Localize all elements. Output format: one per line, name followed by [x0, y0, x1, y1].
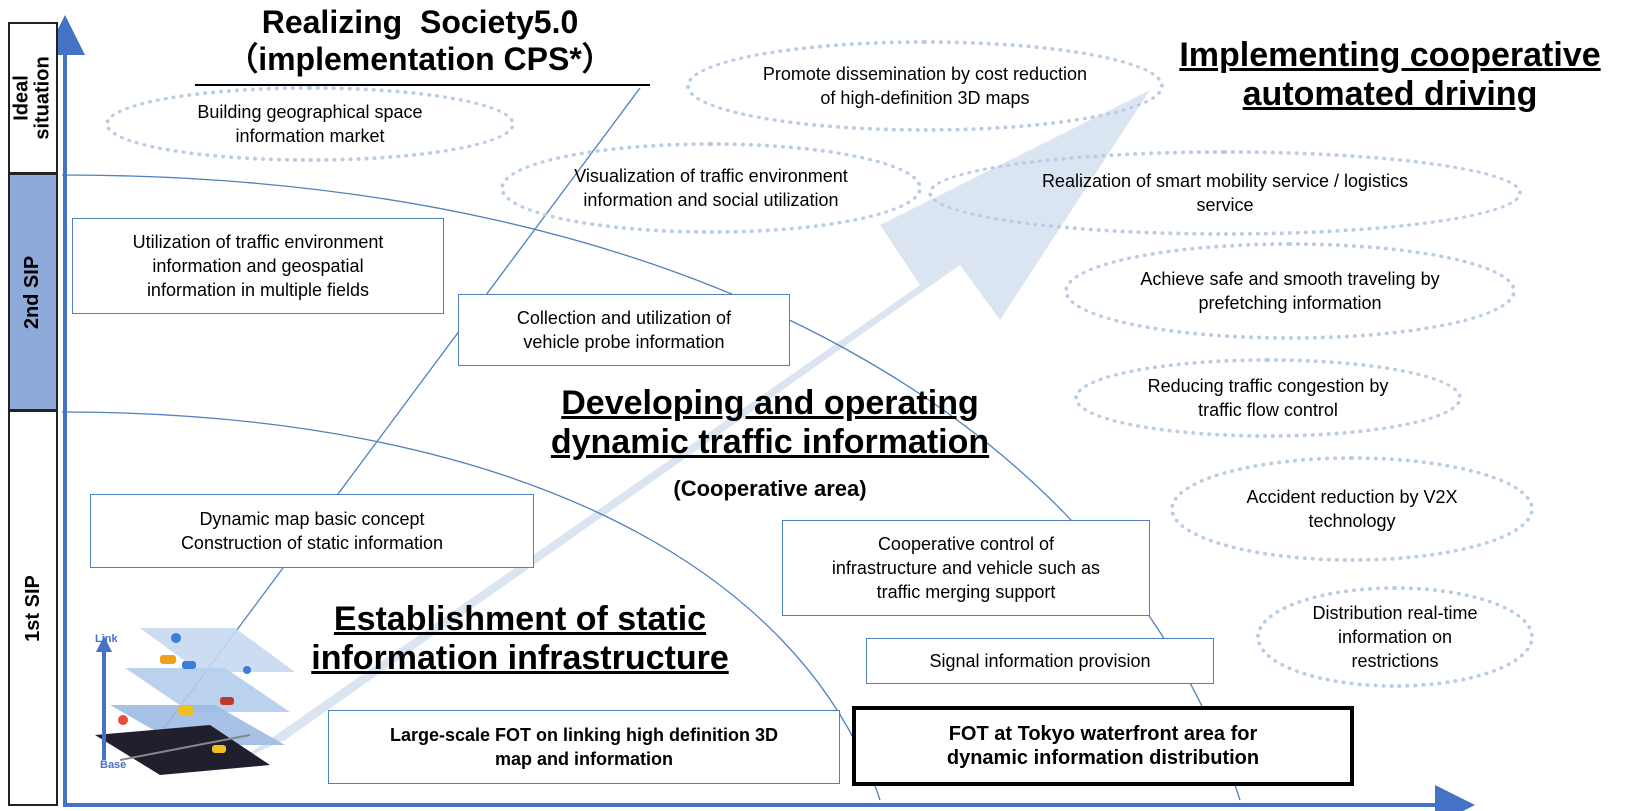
progress-arrow	[240, 90, 1150, 760]
oval-smart-mobility: Realization of smart mobility service / …	[928, 150, 1522, 236]
map-layer-3	[110, 705, 285, 745]
society-title: Realizing Society5.0 （implementation CPS…	[226, 4, 614, 77]
car-icon	[220, 697, 234, 705]
box-signal: Signal information provision	[866, 638, 1214, 684]
arc-1st-sip	[61, 411, 881, 801]
phase-ideal-situation: Ideal situation	[8, 22, 58, 174]
map-base-label: Base	[100, 759, 126, 771]
map-layer-base	[95, 725, 270, 775]
map-link-label: Link	[95, 633, 118, 645]
oval-visualization: Visualization of traffic environment inf…	[500, 142, 922, 234]
map-arrow-head	[96, 636, 112, 652]
car-icon	[212, 745, 226, 753]
car-icon	[178, 706, 194, 715]
pedestrian-icon	[243, 666, 251, 674]
phase-label: Ideal situation	[11, 56, 54, 140]
car-icon	[160, 655, 176, 664]
dynamic-title: Developing and operating dynamic traffic…	[550, 384, 990, 462]
dynamic-map-illustration: Link Base	[95, 628, 295, 775]
box-cooperative-control: Cooperative control of infrastructure an…	[782, 520, 1150, 616]
oval-distribution: Distribution real-time information on re…	[1256, 586, 1534, 688]
oval-safe-smooth: Achieve safe and smooth traveling by pre…	[1064, 242, 1516, 340]
phase-label: 1st SIP	[21, 574, 44, 642]
cooperative-title: Implementing cooperative automated drivi…	[1179, 36, 1601, 114]
box-utilization-multiple-fields: Utilization of traffic environment infor…	[72, 218, 444, 314]
box-probe: Collection and utilization of vehicle pr…	[458, 294, 790, 366]
map-layer-2	[125, 668, 290, 712]
box-large-scale-fot: Large-scale FOT on linking high definiti…	[328, 710, 840, 784]
phase-label: 2nd SIP	[21, 255, 44, 329]
oval-accident: Accident reduction by V2X technology	[1170, 456, 1534, 562]
bicycle-icon	[171, 633, 181, 643]
phase-2nd-sip: 2nd SIP	[8, 173, 58, 411]
oval-congestion: Reducing traffic congestion by traffic f…	[1074, 358, 1462, 438]
dynamic-subtitle: (Cooperative area)	[673, 476, 867, 501]
phase-1st-sip: 1st SIP	[8, 410, 58, 806]
oval-dissemination: Promote dissemination by cost reduction …	[686, 40, 1164, 132]
box-tokyo-fot: FOT at Tokyo waterfront area for dynamic…	[852, 706, 1354, 786]
car-icon	[182, 661, 196, 669]
sign-icon	[118, 715, 128, 725]
map-road	[119, 734, 251, 761]
static-title: Establishment of static information infr…	[311, 600, 729, 678]
map-layer-top	[140, 628, 295, 672]
box-dynamic-map: Dynamic map basic concept Construction o…	[90, 494, 534, 568]
oval-geo-market: Building geographical space information …	[105, 86, 515, 162]
